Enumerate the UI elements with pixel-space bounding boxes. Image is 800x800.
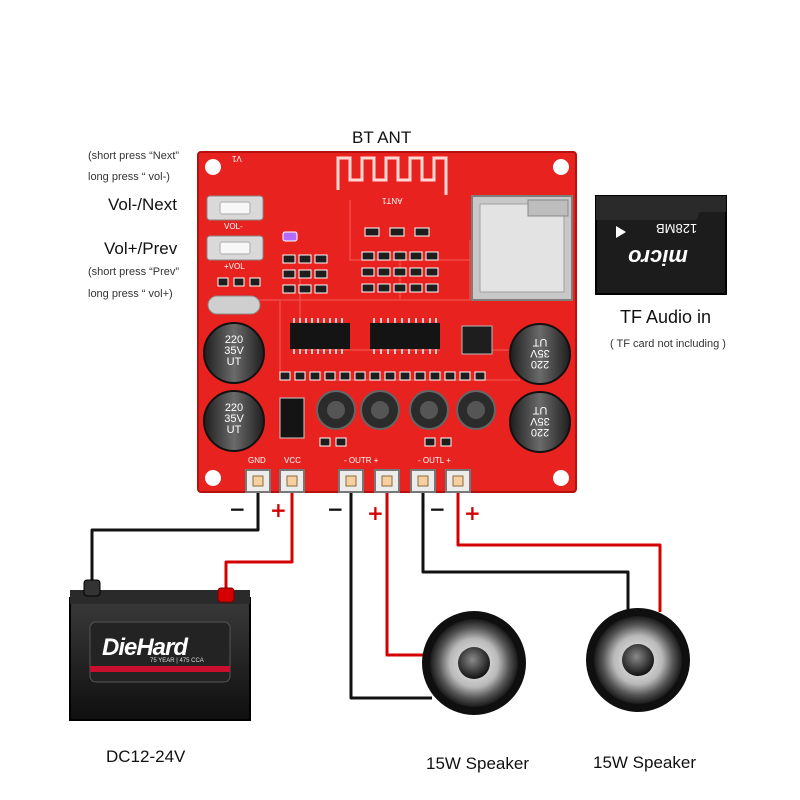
silk-vol-minus: VOL- — [224, 222, 243, 231]
silk-gnd: GND — [248, 456, 266, 465]
regulator — [461, 325, 493, 355]
silk-v1: V1 — [232, 154, 242, 163]
wire-outr-plus — [385, 482, 432, 657]
ic-chip-bluetooth — [290, 318, 350, 354]
wire-gnd — [90, 482, 260, 582]
vol-minus-next-label: Vol-/Next — [108, 195, 177, 214]
silk-ant: ANT1 — [382, 196, 403, 205]
prev-hint-2: long press “ vol+) — [88, 288, 173, 300]
prev-hint-1: (short press “Prev” — [88, 266, 180, 278]
battery — [69, 579, 251, 721]
wire-outr-minus — [349, 482, 432, 700]
tf-card — [595, 195, 727, 295]
gnd-minus-mark: − — [229, 497, 246, 521]
crystal — [207, 295, 261, 315]
speaker-left-label: 15W Speaker — [426, 754, 529, 773]
button-vol-minus — [206, 195, 264, 221]
wires — [90, 482, 662, 700]
wire-outl-minus — [421, 482, 630, 612]
button-vol-plus — [206, 235, 264, 261]
capacitor-1 — [203, 322, 265, 384]
battery-positive-terminal — [217, 587, 235, 603]
pcb-antenna — [336, 156, 448, 195]
tf-audio-in-label: TF Audio in — [620, 307, 712, 327]
next-hint-2: long press “ vol-) — [88, 171, 170, 183]
outl-plus-mark: + — [464, 501, 481, 525]
diode — [279, 397, 305, 439]
capacitor-4 — [509, 391, 571, 453]
tf-card-logo: micro — [628, 245, 688, 270]
silk-vcc: VCC — [284, 456, 301, 465]
outr-plus-mark: + — [367, 501, 384, 525]
battery-sub: 75 YEAR | 475 CCA — [150, 658, 204, 664]
next-hint-1: (short press “Next” — [88, 150, 180, 162]
speaker-right-label: 15W Speaker — [593, 753, 696, 772]
outr-minus-mark: − — [327, 497, 344, 521]
speaker-right-graphic — [586, 608, 690, 712]
tf-card-capacity: 128MB — [656, 221, 698, 236]
bt-ant-label: BT ANT — [352, 128, 412, 147]
tf-note-label: ( TF card not including ) — [610, 338, 726, 350]
speaker-left-graphic — [422, 611, 526, 715]
vol-plus-prev-label: Vol+/Prev — [104, 239, 178, 258]
capacitor-2 — [203, 390, 265, 452]
silk-vol-plus: +VOL — [224, 262, 245, 271]
wire-outl-plus — [456, 482, 662, 612]
ic-chip-amplifier — [370, 318, 440, 354]
outl-minus-mark: − — [429, 497, 446, 521]
inductors — [316, 390, 496, 430]
silk-outr: - OUTR + — [344, 456, 379, 465]
wire-vcc — [224, 482, 294, 592]
tf-card-slot — [471, 195, 573, 301]
battery-brand: DieHard — [102, 634, 188, 661]
capacitor-3 — [509, 323, 571, 385]
silk-outl: - OUTL + — [418, 456, 451, 465]
amplifier-board — [197, 151, 577, 493]
battery-negative-terminal — [83, 579, 101, 597]
dc-range-label: DC12-24V — [106, 747, 186, 766]
vcc-plus-mark: + — [270, 498, 287, 522]
status-led — [282, 231, 298, 242]
